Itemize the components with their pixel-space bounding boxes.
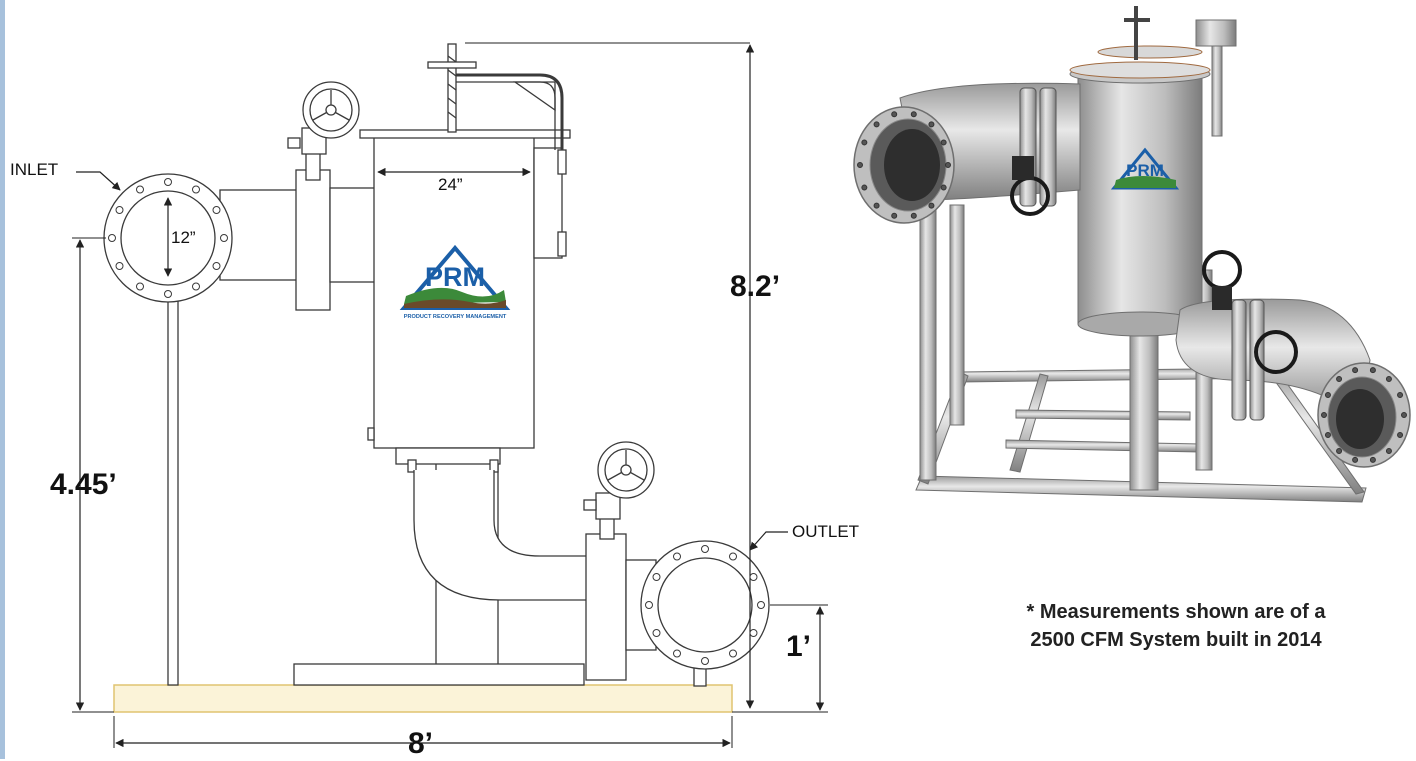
bolt-hole (928, 202, 935, 209)
bolt-hole (1397, 431, 1404, 438)
inlet-label: INLET (10, 160, 59, 179)
bolt-hole (673, 552, 681, 561)
inlet-leader (76, 171, 121, 191)
bolt-hole (940, 184, 947, 191)
bolt-hole (192, 185, 200, 194)
inlet-height-label: 4.45’ (50, 468, 117, 501)
lid-handwheel (427, 61, 477, 69)
lid-screw (447, 43, 457, 133)
column-base-plate (293, 663, 585, 686)
base-length-label: 8’ (408, 727, 434, 760)
bolt-hole (861, 184, 868, 191)
base-skid (113, 684, 733, 713)
outlet-valve (585, 533, 627, 681)
bolt-hole (891, 111, 898, 118)
measurement-note: * Measurements shown are of a 2500 CFM S… (966, 598, 1386, 654)
bolt-hole (164, 178, 172, 186)
bolt-hole (115, 206, 124, 214)
inlet-flange-bolts (108, 178, 228, 298)
inlet-pipe (219, 189, 305, 281)
davit-arm (452, 73, 564, 150)
photo-vessel (1077, 73, 1203, 325)
bolt-hole (115, 262, 124, 270)
vessel-width-label: 24” (438, 175, 463, 194)
technical-drawing (72, 42, 828, 748)
bolt-hole (1336, 376, 1343, 383)
bolt-hole (220, 234, 228, 242)
bolt-hole (212, 206, 221, 214)
bolt-hole (192, 282, 200, 291)
bolt-hole (1324, 392, 1331, 399)
bolt-hole (1352, 456, 1359, 463)
inlet-support-leg (167, 299, 179, 686)
bolt-hole (1369, 456, 1376, 463)
photo-logo-text: PRM (1126, 161, 1164, 180)
bolt-hole (108, 234, 116, 242)
bolt-hole (861, 139, 868, 146)
photo-flange-bolts (857, 111, 1407, 463)
outlet-flange-bolts (645, 545, 765, 665)
left-edge-bar (0, 0, 5, 759)
bolt-hole (1385, 376, 1392, 383)
bolt-hole (652, 629, 661, 637)
bolt-hole (757, 601, 765, 609)
bolt-hole (945, 162, 951, 168)
outlet-elbow (413, 470, 591, 601)
bolt-hole (136, 282, 144, 291)
bolt-hole (701, 657, 709, 665)
drawing-logo-text: PRM (425, 262, 485, 292)
outlet-leader (749, 531, 788, 551)
inlet-valve (295, 169, 331, 311)
bolt-hole (701, 545, 709, 553)
pipe-diameter-label: 12” (171, 228, 196, 247)
bolt-hole (1321, 412, 1327, 418)
bolt-hole (164, 290, 172, 298)
dimension-lines (72, 42, 828, 748)
vessel-lid (359, 129, 571, 139)
bolt-hole (1352, 367, 1359, 374)
bolt-hole (910, 212, 917, 219)
bolt-hole (857, 162, 863, 168)
bolt-hole (652, 573, 661, 581)
bolt-hole (749, 629, 758, 637)
measurement-note-line1: * Measurements shown are of a (1026, 601, 1326, 623)
bolt-hole (873, 202, 880, 209)
bolt-hole (729, 552, 737, 561)
total-height-label: 8.2’ (730, 270, 781, 303)
bolt-hole (212, 262, 221, 270)
bolt-hole (136, 185, 144, 194)
bolt-hole (1397, 392, 1404, 399)
bolt-hole (1369, 367, 1376, 374)
bolt-hole (1385, 447, 1392, 454)
bolt-hole (1401, 412, 1407, 418)
bolt-hole (928, 121, 935, 128)
bolt-hole (940, 139, 947, 146)
bolt-hole (873, 121, 880, 128)
bolt-hole (910, 111, 917, 118)
bolt-hole (891, 212, 898, 219)
drawing-logo-tagline: PRODUCT RECOVERY MANAGEMENT (404, 314, 507, 320)
measurement-note-line2: 2500 CFM System built in 2014 (1030, 629, 1322, 651)
outlet-height-label: 1’ (786, 630, 812, 663)
system-photo: PRM (853, 6, 1411, 503)
drawing-prm-logo: PRM PRODUCT RECOVERY MANAGEMENT (399, 244, 511, 320)
bolt-hole (1324, 431, 1331, 438)
bolt-hole (1336, 447, 1343, 454)
bolt-hole (749, 573, 758, 581)
bolt-hole (673, 649, 681, 658)
bolt-hole (729, 649, 737, 658)
bolt-hole (645, 601, 653, 609)
outlet-label: OUTLET (792, 522, 860, 541)
